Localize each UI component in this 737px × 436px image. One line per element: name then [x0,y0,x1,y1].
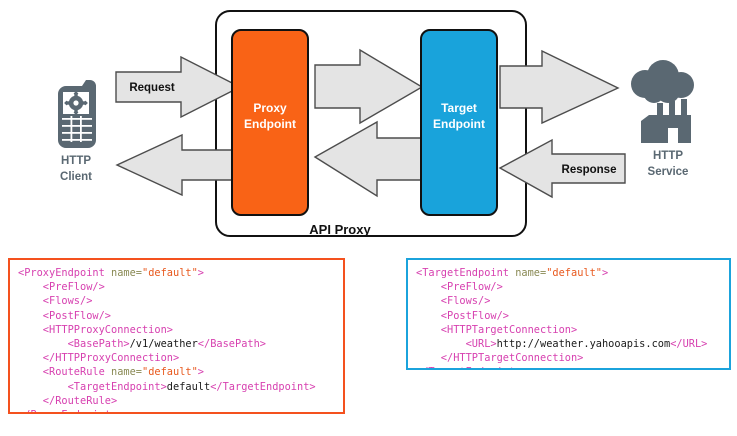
code-token-tag: <ProxyEndpoint [18,267,105,279]
code-line: <URL>http://weather.yahooapis.com</URL> [416,337,729,351]
code-token-tag: <PreFlow/> [18,281,105,294]
code-token-attr: name= [104,366,142,379]
response-arrow-label: Response [562,164,617,176]
code-line: </HTTPTargetConnection> [416,351,729,365]
code-token-tag: </BasePath> [197,337,266,350]
code-line: </ProxyEndpoint> [18,408,343,412]
code-token-val: "default" [142,267,198,279]
code-token-tag: </HTTPTargetConnection> [416,352,584,365]
code-line: <PostFlow/> [18,309,343,323]
code-line: <PostFlow/> [416,309,729,323]
http-service-label-line2: Service [648,166,689,178]
code-token-tag: <Flows/> [18,295,93,308]
target-endpoint-box [420,29,498,216]
code-token-tag: </RouteRule> [18,394,118,407]
proxy-endpoint-label-line1: Proxy [253,101,287,115]
code-token-tag: </HTTPProxyConnection> [18,352,180,365]
code-token-tag: <RouteRule [18,366,105,379]
code-token-tag: <Flows/> [416,295,491,308]
proxy-endpoint-label-line2: Endpoint [244,117,296,131]
code-line: </RouteRule> [18,394,343,408]
code-token-tag: > [197,366,204,379]
request-arrow: Request [115,55,242,119]
http-service-label-line1: HTTP [653,150,683,162]
target-endpoint-node[interactable]: Target Endpoint [420,29,498,216]
code-line: <Flows/> [416,294,729,308]
code-token-val: "default" [142,366,198,379]
code-token-tag: <BasePath> [18,337,130,350]
proxy-endpoint-box [231,29,309,216]
code-token-text: http://weather.yahooapis.com [496,337,671,350]
code-line: <TargetEndpoint name="default"> [416,266,729,280]
mobile-phone-gear-icon [58,80,96,148]
code-token-text: default [166,380,211,393]
code-line: </HTTPProxyConnection> [18,351,343,365]
code-line: <PreFlow/> [416,280,729,294]
code-token-tag: </ProxyEndpoint> [18,409,117,412]
code-token-tag: <URL> [416,337,497,350]
target-endpoint-label-line1: Target [441,101,477,115]
code-line: <PreFlow/> [18,280,343,294]
code-token-val: "default" [546,267,602,279]
code-line: <HTTPTargetConnection> [416,323,729,337]
cloud-factory-icon [631,60,694,143]
code-token-tag: </URL> [670,337,708,350]
code-token-tag: > [197,267,204,279]
code-line: <RouteRule name="default"> [18,365,343,379]
code-line: <ProxyEndpoint name="default"> [18,266,343,280]
code-line: </TargetEndpoint> [416,365,729,368]
api-proxy-diagram: Request Response Proxy Endpoint Target E… [58,10,694,237]
http-client-label-line1: HTTP [61,155,91,167]
code-token-tag: <TargetEndpoint> [18,380,167,393]
code-token-attr: name= [509,267,547,279]
code-token-tag: > [602,267,609,279]
request-arrow-label: Request [129,82,175,94]
client-response-arrow [115,133,233,197]
code-token-attr: name= [104,267,142,279]
code-token-tag: <PreFlow/> [416,281,503,294]
code-token-tag: </TargetEndpoint> [416,366,521,368]
proxy-endpoint-node[interactable]: Proxy Endpoint [231,29,309,216]
code-line: <HTTPProxyConnection> [18,323,343,337]
code-token-tag: <HTTPTargetConnection> [416,323,578,336]
code-token-tag: <HTTPProxyConnection> [18,323,173,336]
code-token-tag: </TargetEndpoint> [210,380,316,393]
code-token-tag: <PostFlow/> [416,309,509,322]
target-to-service-arrow [499,49,620,125]
response-arrow: Response [498,138,626,199]
code-token-text: /v1/weather [129,337,198,350]
http-client-label-line2: Client [60,171,92,183]
target-endpoint-label-line2: Endpoint [433,117,485,131]
http-service-actor: HTTP Service [631,60,694,178]
api-proxy-container-label: API Proxy [309,222,371,237]
code-line: <BasePath>/v1/weather</BasePath> [18,337,343,351]
proxy-endpoint-code-block[interactable]: <ProxyEndpoint name="default"> <PreFlow/… [8,258,345,414]
code-line: <TargetEndpoint>default</TargetEndpoint> [18,380,343,394]
code-line: <Flows/> [18,294,343,308]
code-token-tag: <PostFlow/> [18,309,111,322]
http-client-actor: HTTP Client [58,80,96,183]
code-token-tag: <TargetEndpoint [416,267,509,279]
target-endpoint-code-block[interactable]: <TargetEndpoint name="default"> <PreFlow… [406,258,731,370]
proxy-to-target-arrow [314,48,424,125]
